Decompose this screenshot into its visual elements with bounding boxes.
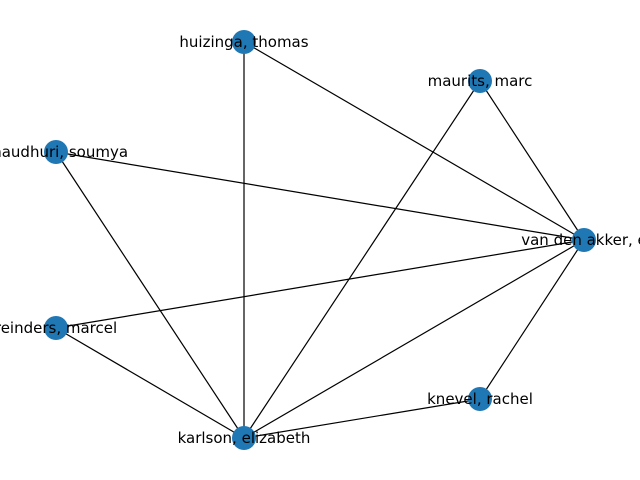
edge-knevel-vandenakker <box>479 239 585 400</box>
edge-reinders-karlsson <box>55 327 245 439</box>
node-karlsson <box>232 426 256 450</box>
edge-knevel-karlsson <box>243 398 481 439</box>
edge-reinders-vandenakker <box>55 239 585 329</box>
node-label-vandenakker: van den akker, e <box>521 231 640 249</box>
edge-chaudhuri-karlsson <box>55 151 245 439</box>
labels-layer: huizinga, thomas maurits, marc chaudhuri, … <box>0 33 640 447</box>
edge-chaudhuri-vandenakker <box>55 151 585 241</box>
edge-maurits-vandenakker <box>479 80 585 241</box>
node-label-knevel: knevel, rachel <box>427 390 533 408</box>
edge-huizinga-vandenakker <box>243 41 585 241</box>
node-chaudhuri <box>44 140 68 164</box>
node-reinders <box>44 316 68 340</box>
node-vandenakker <box>572 228 596 252</box>
node-label-huizinga: huizinga, thomas <box>179 33 308 51</box>
node-huizinga <box>232 30 256 54</box>
edge-maurits-karlsson <box>243 80 481 439</box>
node-maurits <box>468 69 492 93</box>
node-label-reinders: reinders, marcel <box>0 319 117 337</box>
node-label-maurits: maurits, marc <box>428 72 533 90</box>
node-knevel <box>468 387 492 411</box>
node-label-karlsson: karlson, elizabeth <box>178 429 311 447</box>
nodes-layer <box>44 30 596 450</box>
edges-layer <box>55 41 585 439</box>
edge-karlsson-vandenakker <box>243 239 585 439</box>
node-label-chaudhuri: chaudhuri, soumya <box>0 143 128 161</box>
